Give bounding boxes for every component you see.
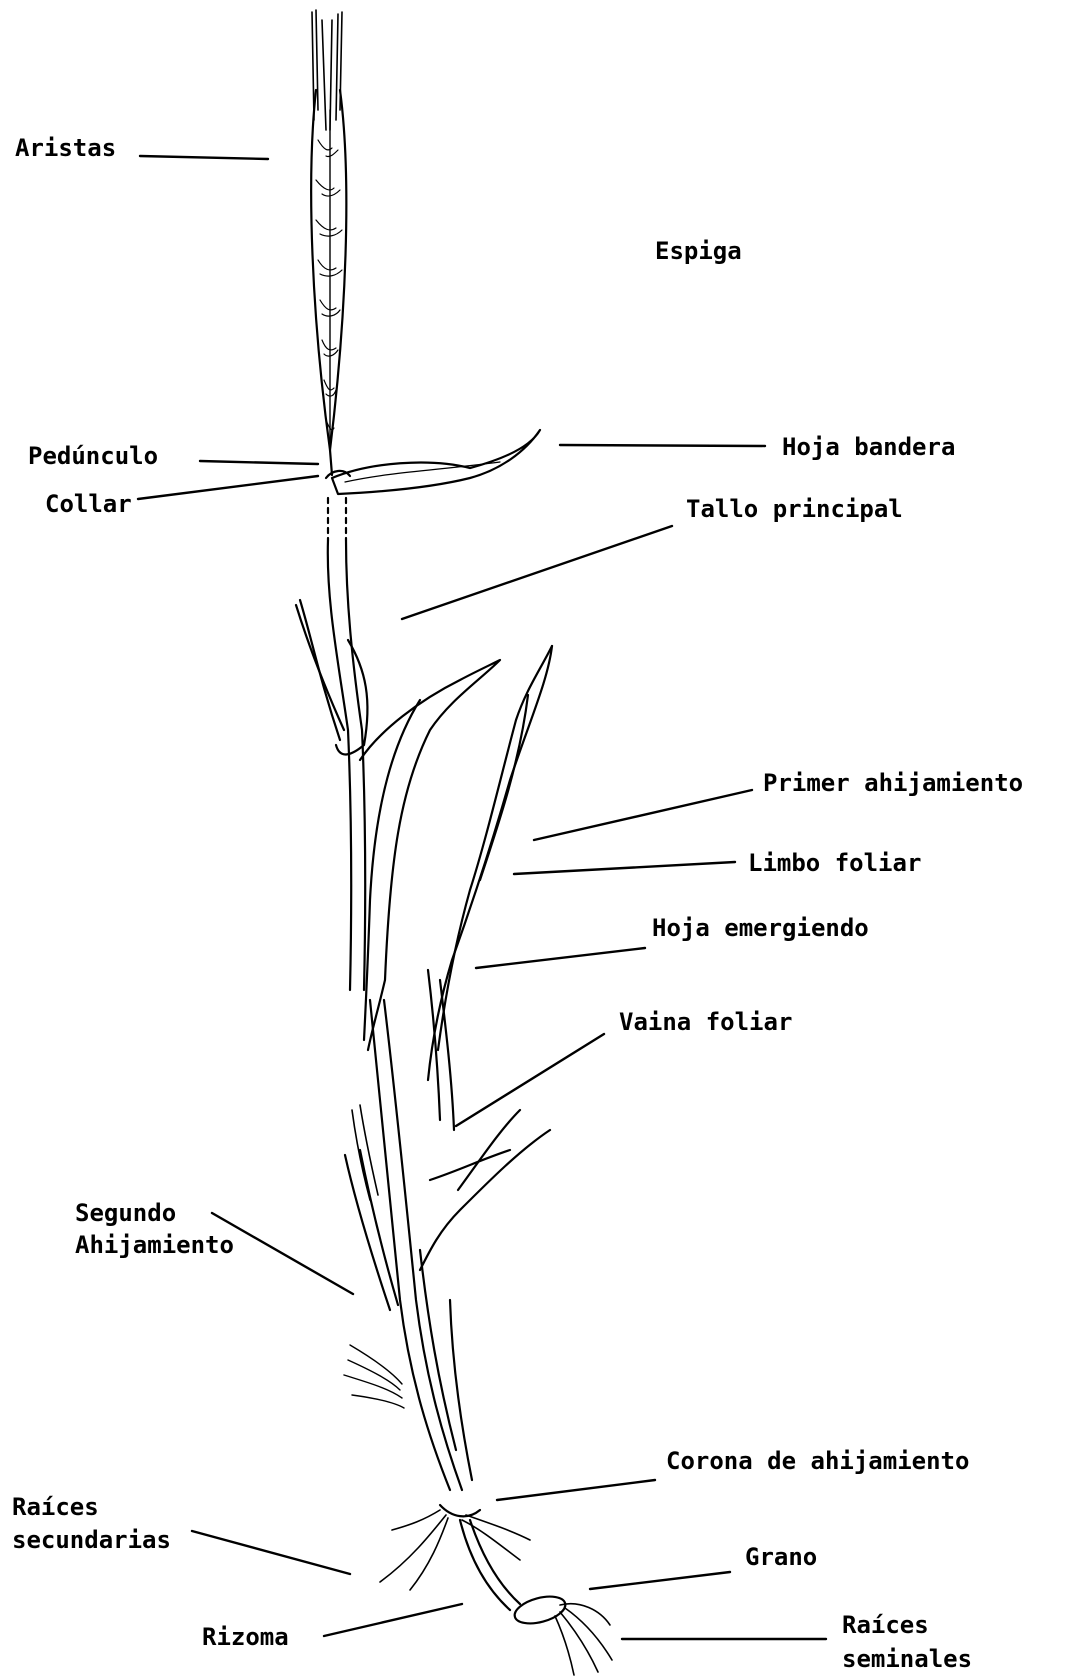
leader-vaina-foliar [456, 1034, 604, 1126]
secondary-tiller [345, 1155, 390, 1310]
label-raices-seminales-line2: seminales [842, 1645, 972, 1673]
spike [311, 90, 346, 450]
label-collar: Collar [45, 490, 132, 518]
grain [512, 1592, 568, 1629]
basal-leaves [344, 1345, 404, 1408]
leader-collar [138, 476, 318, 499]
leader-lines [138, 156, 826, 1639]
peduncle [330, 450, 332, 475]
leader-hoja-bandera [560, 445, 765, 446]
seminal-roots [555, 1604, 612, 1675]
label-espiga: Espiga [655, 237, 742, 265]
label-aristas: Aristas [15, 134, 116, 162]
leader-limbo-foliar [514, 862, 735, 874]
leader-primer-ahijamiento [534, 790, 752, 840]
label-limbo-foliar: Limbo foliar [748, 849, 921, 877]
leader-raices-secundarias [192, 1531, 350, 1574]
leader-aristas [140, 156, 268, 159]
leader-corona [497, 1480, 655, 1500]
label-pedunculo: Pedúnculo [28, 442, 158, 470]
label-segundo: Segundo [75, 1199, 176, 1227]
label-vaina-foliar: Vaina foliar [619, 1008, 792, 1036]
label-tallo-principal: Tallo principal [686, 495, 903, 523]
flag-leaf [332, 430, 540, 494]
leader-hoja-emergiendo [476, 948, 645, 968]
leaf-blade [428, 646, 552, 1080]
leader-grano [590, 1572, 730, 1589]
label-raices: Raíces [12, 1493, 99, 1521]
secondary-roots [380, 1510, 530, 1590]
labels: Aristas Espiga Pedúnculo Collar Hoja ban… [12, 134, 1023, 1673]
label-corona-de-ahijamiento: Corona de ahijamiento [666, 1447, 969, 1475]
label-secundarias: secundarias [12, 1526, 171, 1554]
plant-drawing [296, 10, 612, 1675]
label-hoja-emergiendo: Hoja emergiendo [652, 914, 869, 942]
leader-rizoma [324, 1604, 462, 1636]
label-hoja-bandera: Hoja bandera [782, 433, 955, 461]
awns [312, 10, 342, 130]
label-grano: Grano [745, 1543, 817, 1571]
label-primer-ahijamiento: Primer ahijamiento [763, 769, 1023, 797]
label-raices-seminales-line1: Raíces [842, 1611, 929, 1639]
label-ahijamiento: Ahijamiento [75, 1231, 234, 1259]
leader-pedunculo [200, 461, 318, 464]
leader-tallo-principal [402, 526, 672, 619]
label-rizoma: Rizoma [202, 1623, 289, 1651]
